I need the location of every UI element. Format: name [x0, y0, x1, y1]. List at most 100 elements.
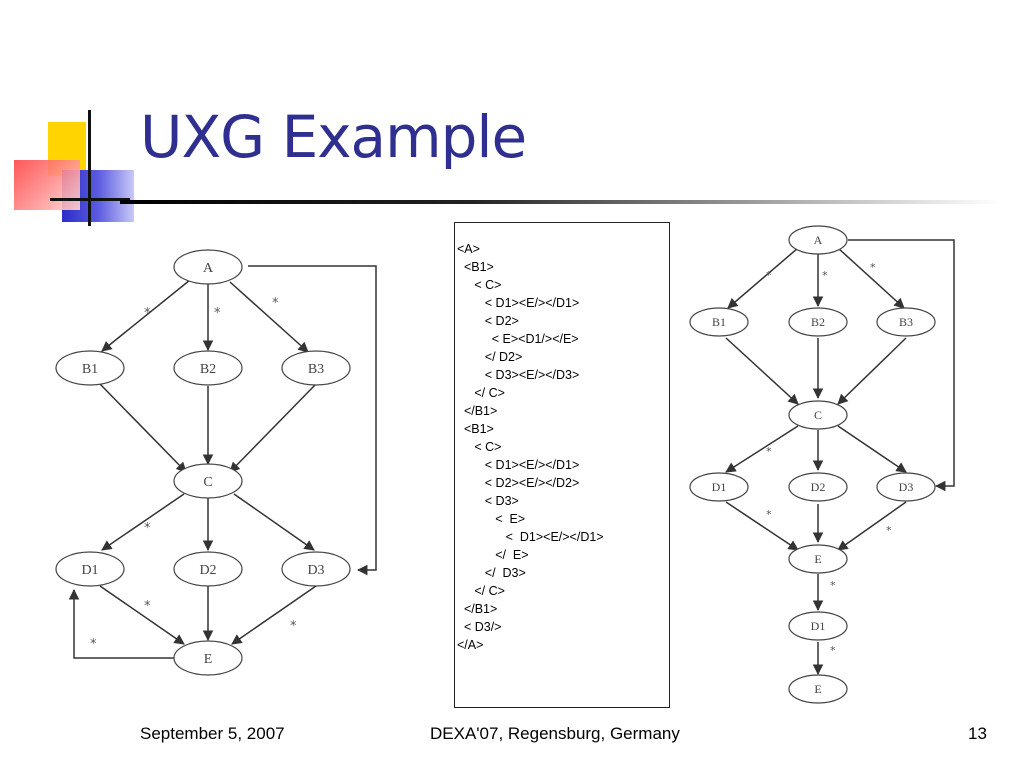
svg-text:D1: D1 [712, 480, 727, 494]
footer-venue: DEXA'07, Regensburg, Germany [430, 724, 680, 743]
edge-label-a-b3: * [272, 296, 279, 311]
svg-text:D3: D3 [307, 563, 324, 578]
right-graph-nodes: A B1 B2 B3 C D1 D2 D3 [689, 225, 936, 704]
edge-label-a-b1: * [144, 306, 151, 321]
right-node-d3: D3 [876, 472, 936, 502]
code-line: < D2> [457, 314, 519, 328]
right-node-a: A [788, 225, 848, 255]
edge-label-e-d1-second: * [830, 579, 836, 592]
code-line: </ C> [457, 386, 505, 400]
right-node-d1-second: D1 [788, 611, 848, 641]
svg-text:A: A [814, 233, 823, 247]
edge-b3-c [229, 383, 317, 473]
right-node-d1: D1 [689, 472, 749, 502]
code-line: </ D3> [457, 566, 526, 580]
right-node-b3: B3 [876, 307, 936, 337]
code-line: </ C> [457, 584, 505, 598]
right-graph-edge-labels: * * * * * * * * [766, 261, 892, 657]
left-graph: * * * * * * * A B1 B2 B3 C D1 [55, 249, 377, 676]
edge-e-d1 [68, 588, 176, 659]
edge-label-d1-e: * [766, 508, 772, 521]
vertical-rule-decoration [88, 110, 91, 226]
xml-code-box: <A> <B1> < C> < D1><E/></D1> < D2> < E><… [454, 222, 670, 708]
left-node-b1: B1 [55, 350, 125, 386]
left-node-b2: B2 [173, 350, 243, 386]
edge-label-d3-e: * [886, 524, 892, 537]
left-graph-edges [68, 265, 377, 659]
code-line: <A> [457, 242, 480, 256]
svg-text:E: E [204, 652, 213, 667]
edge-label-d1-e: * [144, 599, 151, 614]
edge-d3-e [837, 501, 907, 551]
edge-label-d1-second-e-second: * [830, 644, 836, 657]
svg-text:E: E [814, 552, 821, 566]
svg-text:B1: B1 [712, 315, 726, 329]
right-node-b1: B1 [689, 307, 749, 337]
edge-label-c-d1: * [144, 521, 151, 536]
code-line: <B1> [457, 260, 494, 274]
edge-label-e-d1: * [90, 637, 97, 652]
edge-a-b1 [727, 247, 799, 309]
right-node-e-second: E [788, 674, 848, 704]
left-node-a: A [173, 249, 243, 285]
right-node-c: C [788, 400, 848, 430]
code-line: <B1> [457, 422, 494, 436]
edge-a-d3 [248, 265, 377, 576]
svg-text:C: C [814, 408, 822, 422]
right-node-d2: D2 [788, 472, 848, 502]
svg-text:B1: B1 [82, 362, 98, 377]
svg-text:B2: B2 [811, 315, 825, 329]
svg-text:D1: D1 [81, 563, 98, 578]
code-line: < E> [457, 512, 526, 526]
code-line: </B1> [457, 602, 498, 616]
left-node-d2: D2 [173, 551, 243, 587]
edge-label-a-b3: * [870, 261, 876, 274]
left-node-d1: D1 [55, 551, 125, 587]
edge-a-d3 [848, 239, 955, 492]
code-line: < D1><E/></D1> [457, 458, 580, 472]
edge-d3-e [231, 585, 317, 645]
edge-label-a-b2: * [214, 306, 221, 321]
svg-text:A: A [203, 261, 214, 276]
code-line: < E><D1/></E> [457, 332, 579, 346]
edge-a-b3 [229, 281, 309, 353]
red-square-decoration [14, 160, 80, 210]
code-line: < D1><E/></D1> [457, 530, 604, 544]
svg-text:D2: D2 [199, 563, 216, 578]
edge-label-a-b2: * [822, 269, 828, 282]
footer-date: September 5, 2007 [140, 724, 285, 743]
title-underline [120, 200, 1000, 204]
left-node-e: E [173, 640, 243, 676]
right-graph-edges [725, 239, 955, 676]
code-line: < D3><E/></D3> [457, 368, 580, 382]
code-line: < C> [457, 440, 502, 454]
right-graph: * * * * * * * * A B1 B2 B3 C D1 [689, 225, 955, 704]
left-node-c: C [173, 463, 243, 499]
edge-a-b1 [101, 279, 191, 352]
code-line: </B1> [457, 404, 498, 418]
svg-text:D2: D2 [811, 480, 826, 494]
edge-d1-e [99, 585, 185, 645]
svg-text:B3: B3 [899, 315, 913, 329]
edge-d1-e [725, 501, 799, 551]
right-node-e: E [788, 544, 848, 574]
edge-c-d3 [233, 493, 315, 551]
svg-text:C: C [203, 475, 212, 490]
edge-b3-c [837, 337, 907, 405]
code-line: < D3> [457, 494, 519, 508]
code-line: </A> [457, 638, 484, 652]
edge-c-d3 [837, 425, 907, 473]
edge-c-d1 [725, 425, 799, 473]
svg-text:E: E [814, 682, 821, 696]
edge-c-d1 [101, 493, 185, 551]
left-node-b3: B3 [281, 350, 351, 386]
code-line: < D2><E/></D2> [457, 476, 580, 490]
edge-b1-c [99, 383, 187, 473]
edge-label-a-b1: * [766, 269, 772, 282]
horizontal-rule-decoration [50, 198, 130, 201]
left-graph-edge-labels: * * * * * * * [90, 296, 297, 652]
edge-label-d3-e: * [290, 619, 297, 634]
footer-page-number: 13 [968, 724, 987, 743]
left-graph-nodes: A B1 B2 B3 C D1 D2 D3 [55, 249, 351, 676]
edge-a-b3 [837, 247, 905, 309]
